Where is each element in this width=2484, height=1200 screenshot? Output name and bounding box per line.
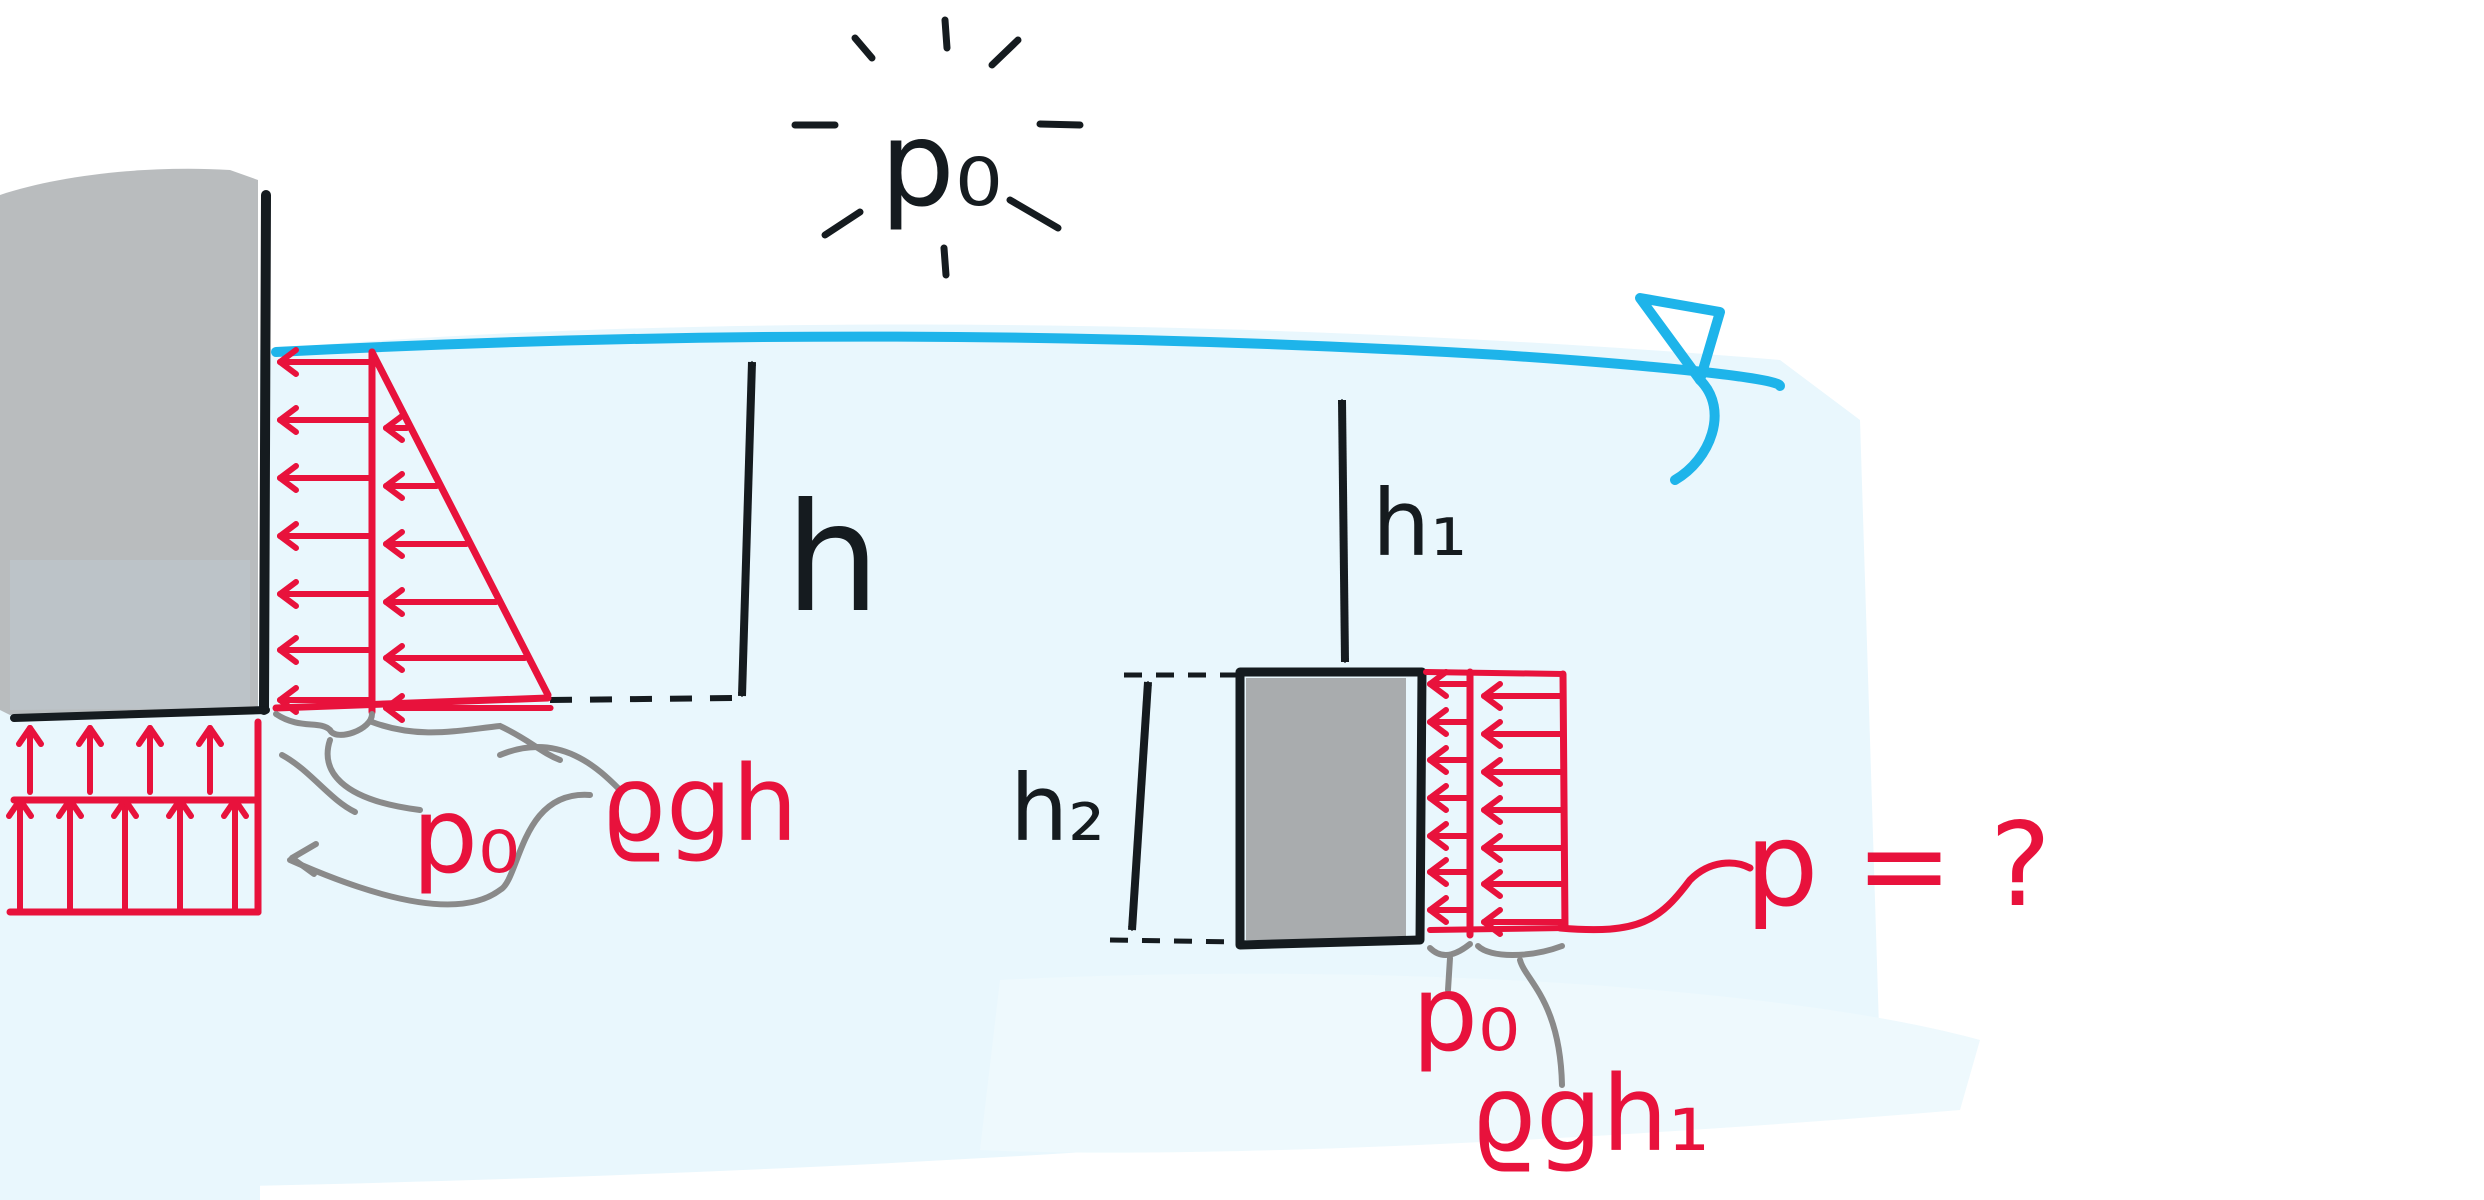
block-rhogh-arrow-1-head-a [1481,719,1503,737]
height-arrow-h2 [1109,672,1241,945]
wall-rhogh-arrow-1-head-b [383,425,405,443]
block-p0-arrow-1-head-b [1427,719,1449,737]
wall-p0-arrow-1-head-a [277,405,299,423]
wall-rhogh-arrow-4-head-b [383,599,405,617]
wall-rhogh-arrow-3-head-b [383,541,405,559]
bottom-lower-arrow-0-head-a [6,797,23,819]
block-rhogh-arrow-5-head-a [1481,869,1503,887]
wall-pressure-distribution [272,347,554,723]
wall-p0-arrow-6-head-a [277,685,299,703]
wall-pressure-envelope [368,348,552,699]
block-rhogh-arrow-6-head-b [1481,919,1503,937]
wall-p0-arrow-0-head-a [277,347,299,365]
block-p0-arrow-0-head-a [1427,669,1449,687]
bottom-upper-arrow-0-head-b [27,725,44,747]
bottom-lower-arrow-2-head-a [111,797,128,819]
block-p0-arrow-4-head-a [1427,821,1449,839]
bottom-pressure-distribution [6,718,262,916]
depth-arrow-h [549,360,756,703]
bottom-lower-arrow-0-head-b [17,797,34,819]
submerged-block [1235,667,1427,950]
block-p0-arrow-3-head-b [1427,795,1449,813]
block-p0-arrow-2-head-b [1427,757,1449,775]
wall-p0-arrow-2-head-b [277,475,299,493]
wall-p0-arrow-3-head-b [277,533,299,551]
bottom-lower-arrow-2-head-b [122,797,139,819]
block-rhogh-arrow-4-head-b [1481,845,1503,863]
wall-p0-arrow-4-head-a [277,579,299,597]
block-rhogh-arrow-4-head-a [1481,833,1503,851]
wall-p0-arrow-6-head-b [277,697,299,715]
wall-p0-arrow-2-head-a [277,463,299,481]
bottom-lower-arrow-1-head-a [56,797,73,819]
bottom-upper-arrow-2-head-b [147,725,164,747]
block-rhogh-arrow-3-head-a [1481,795,1503,813]
depth-label-h: h [785,472,880,646]
wall-rhogh-arrow-4-head-a [383,587,405,605]
block-rhogh-arrow-2-head-b [1481,769,1503,787]
wall-rhogh-arrow-2-head-a [383,471,405,489]
block-p0-arrow-3-head-a [1427,783,1449,801]
block-leader-lines [1427,941,1565,1088]
block-rhogh-arrow-2-head-a [1481,757,1503,775]
block-rhogh-arrow-0-head-b [1481,693,1503,711]
bottom-upper-arrow-3-head-a [196,725,213,747]
wall-leader-lines [273,711,623,908]
block-p0-arrow-4-head-b [1427,833,1449,851]
block-p0-label: p₀ [1412,953,1520,1075]
depth-arrow-h1 [1338,398,1349,664]
block-p0-arrow-5-head-a [1427,857,1449,875]
block-rhogh-arrow-6-head-a [1481,907,1503,925]
block-rhogh-arrow-1-head-b [1481,731,1503,749]
bottom-upper-arrow-0-head-a [16,725,33,747]
bottom-lower-arrow-3-head-a [166,797,183,819]
bottom-upper-arrow-1-head-b [87,725,104,747]
bottom-lower-arrow-4-head-b [232,797,249,819]
wall-p0-arrow-0-head-b [277,359,299,377]
wall-rhogh-arrow-5-head-b [383,655,405,673]
bottom-upper-arrow-2-head-a [136,725,153,747]
wall-rhogh-arrow-1-head-a [383,413,405,431]
block-p0-arrow-6-head-a [1427,895,1449,913]
bottom-upper-arrow-1-head-a [76,725,93,747]
wall-p0-arrow-4-head-b [277,591,299,609]
bottom-lower-arrow-1-head-b [67,797,84,819]
block-rho-g-h1-label: ϱgh₁ [1470,1053,1710,1175]
block-p0-arrow-1-head-a [1427,707,1449,725]
left-solid-mass [0,168,258,715]
wall-p0-arrow-5-head-a [277,635,299,653]
wall-p0-arrow-1-head-b [277,417,299,435]
atmospheric-pressure-label: p₀ [880,95,1002,233]
wall-rho-g-h-label: ϱgh [600,743,798,865]
wall-p0-label: p₀ [412,775,520,897]
block-p0-arrow-5-head-b [1427,869,1449,887]
wall-rhogh-arrow-6-head-b [383,705,405,723]
unknown-pressure-label: p = ? [1745,798,2051,933]
wall-rhogh-arrow-5-head-a [383,643,405,661]
vertical-wall [10,190,271,722]
wall-rhogh-arrow-2-head-b [383,483,405,501]
bottom-upper-arrow-3-head-b [207,725,224,747]
wall-p0-arrow-5-head-b [277,647,299,665]
wall-rhogh-arrow-6-head-a [383,693,405,711]
wall-p0-arrow-3-head-a [277,521,299,539]
bottom-lower-arrow-4-head-a [221,797,238,819]
depth-label-h1: h₁ [1372,470,1467,577]
block-rhogh-arrow-5-head-b [1481,881,1503,899]
block-p0-arrow-6-head-b [1427,907,1449,925]
unknown-pressure-leader [1556,859,1754,934]
block-p0-arrow-0-head-b [1427,681,1449,699]
bottom-lower-arrow-3-head-b [177,797,194,819]
block-rhogh-arrow-0-head-a [1481,681,1503,699]
block-rhogh-arrow-3-head-b [1481,807,1503,825]
block-p0-arrow-2-head-a [1427,745,1449,763]
height-label-h2: h₂ [1010,755,1105,862]
block-total-boundary [1559,670,1569,932]
water-level-triangle-icon [1635,293,1725,485]
sun-rays-icon [791,16,1084,279]
wall-pressure-base [272,694,552,712]
block-pressure-distribution [1423,668,1569,939]
wall-rhogh-arrow-3-head-a [383,529,405,547]
